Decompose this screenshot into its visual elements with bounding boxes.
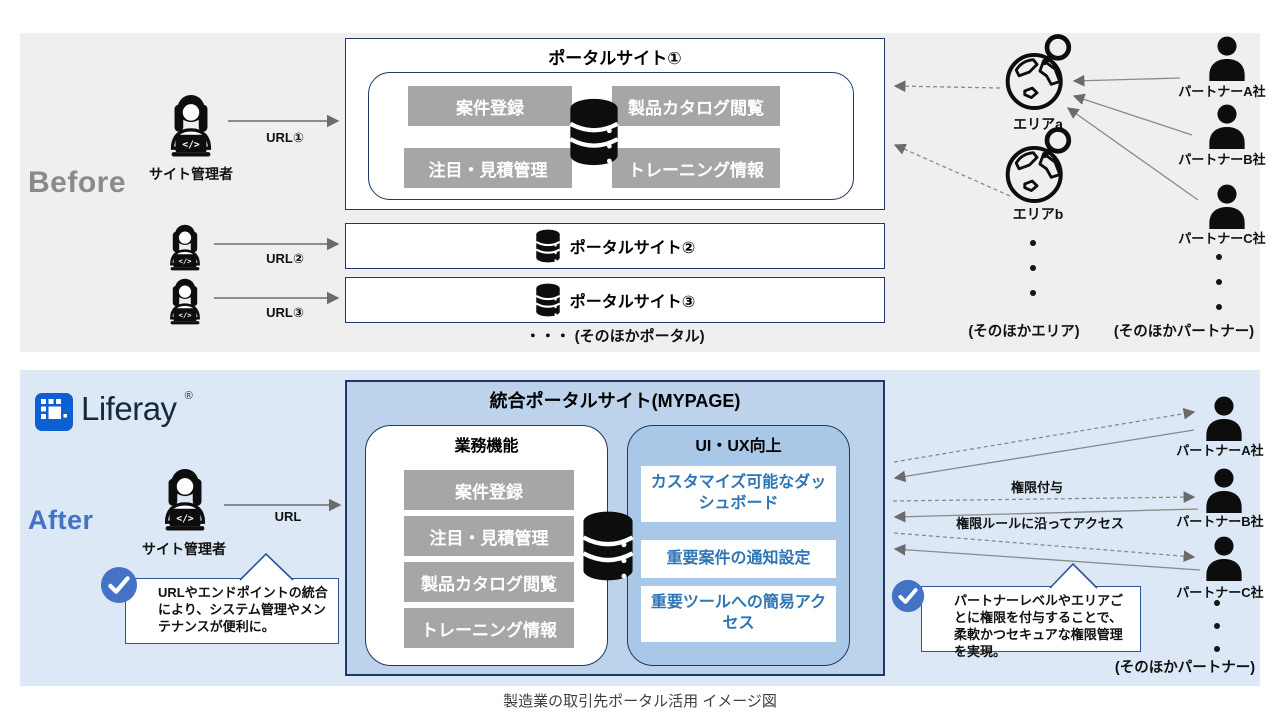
note-left-callout: URLやエンドポイントの統合により、システム管理やメンテナンスが便利に。 (125, 578, 339, 644)
site-admin-icon (154, 460, 216, 538)
feature-button: 製品カタログ閲覧 (404, 562, 574, 602)
uiux-title: UI・UX向上 (695, 438, 782, 455)
uiux-feature-button: 重要案件の通知設定 (641, 540, 836, 578)
liferay-mark-icon (35, 393, 73, 431)
feature-button: 製品カタログ閲覧 (612, 86, 780, 126)
partner-b-label: パートナーB社 (1176, 514, 1264, 529)
after-label: After (28, 505, 94, 535)
partner-b-label: パートナーB社 (1178, 152, 1266, 167)
portal2-box: ポータルサイト② (345, 223, 885, 269)
partner-c-label: パートナーC社 (1176, 585, 1264, 600)
partner-icon (1203, 536, 1245, 582)
partner-c-label: パートナーC社 (1178, 231, 1266, 246)
note-right-callout: パートナーレベルやエリアごとに権限を付与することで、柔軟かつセキュアな権限管理を… (921, 586, 1141, 659)
ellipsis-dots (1030, 240, 1036, 296)
area-globe-icon (1002, 124, 1074, 206)
database-icon (535, 283, 561, 317)
partner-icon (1203, 468, 1245, 514)
liferay-wordmark: Liferay (81, 390, 177, 427)
uiux-feature-button: 重要ツールへの簡易アクセス (641, 586, 836, 642)
portal2-title: ポータルサイト② (569, 240, 696, 257)
ellipsis-dots (1216, 254, 1222, 310)
site-admin-label: サイト管理者 (149, 166, 233, 182)
business-functions-title: 業務機能 (454, 438, 519, 455)
database-icon (568, 92, 620, 172)
feature-button: トレーニング情報 (404, 608, 574, 648)
diagram-caption: 製造業の取引先ポータル活用 イメージ図 (503, 693, 777, 710)
area-globe-icon (1002, 30, 1074, 114)
feature-button: 案件登録 (404, 470, 574, 510)
unified-portal-title: 統合ポータルサイト(MYPAGE) (489, 391, 741, 411)
check-icon (100, 566, 138, 604)
portal3-box: ポータルサイト③ (345, 277, 885, 323)
portal3-title: ポータルサイト③ (569, 294, 696, 311)
access-rule-arrow-label: 権限ルールに沿ってアクセス (956, 516, 1124, 531)
partner-a-label: パートナーA社 (1176, 443, 1264, 458)
partner-icon (1206, 104, 1248, 150)
partner-icon (1206, 184, 1248, 230)
check-icon (891, 579, 925, 613)
note-left-text: URLやエンドポイントの統合により、システム管理やメンテナンスが便利に。 (158, 585, 328, 635)
other-partners-label: (そのほかパートナー) (1113, 324, 1255, 340)
feature-button: 注目・見積管理 (404, 516, 574, 556)
registered-mark: ® (184, 390, 193, 402)
partner-icon (1203, 396, 1245, 442)
uiux-feature-button: カスタマイズ可能なダッシュボード (641, 466, 836, 522)
before-label: Before (28, 166, 127, 199)
note-right-text: パートナーレベルやエリアごとに権限を付与することで、柔軟かつセキュアな権限管理を… (954, 593, 1124, 660)
site-admin-icon (160, 86, 222, 164)
partner-a-label: パートナーA社 (1178, 84, 1266, 99)
portal1-title: ポータルサイト① (548, 49, 682, 68)
url-label: URL (274, 509, 302, 524)
feature-button: 案件登録 (408, 86, 572, 126)
area-b-label: エリアb (1012, 206, 1064, 222)
url3-label: URL③ (266, 305, 304, 320)
liferay-logo: Liferay ® (35, 390, 193, 431)
feature-button: トレーニング情報 (612, 148, 780, 188)
database-icon (581, 494, 635, 598)
area-a-label: エリアa (1013, 116, 1063, 132)
url2-label: URL② (266, 251, 304, 266)
url1-label: URL① (266, 130, 304, 145)
ellipsis-dots (1214, 600, 1220, 652)
partner-icon (1206, 36, 1248, 82)
other-partners-label: (そのほかパートナー) (1114, 660, 1256, 676)
site-admin-icon (162, 221, 208, 273)
database-icon (535, 229, 561, 263)
feature-button: 注目・見積管理 (404, 148, 572, 188)
other-areas-label: (そのほかエリア) (968, 324, 1080, 340)
grant-permission-arrow-label: 権限付与 (1010, 480, 1063, 495)
site-admin-icon (162, 275, 208, 327)
other-portals-label: ・・・ (そのほかポータル) (525, 328, 705, 345)
site-admin-label: サイト管理者 (142, 541, 226, 557)
